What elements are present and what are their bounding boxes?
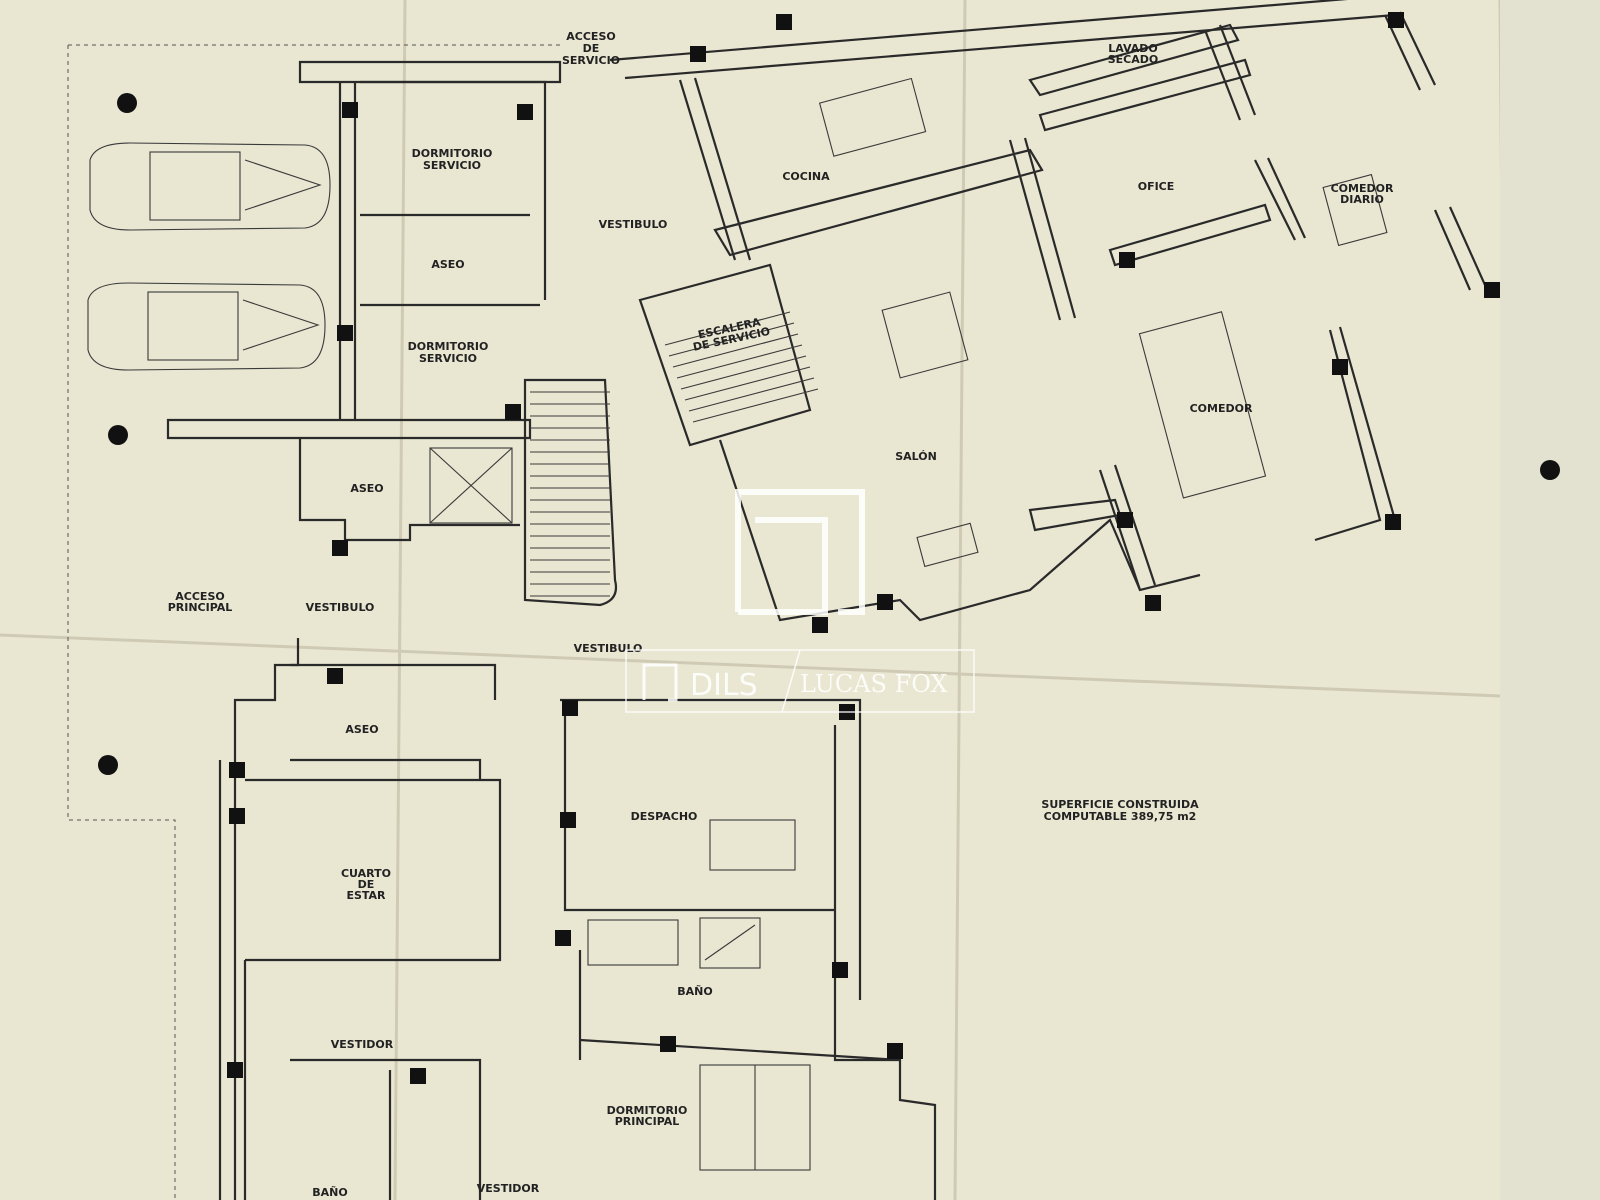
- room-label-vestibulo: VESTIBULO: [306, 601, 375, 614]
- column-marker: [1119, 252, 1135, 268]
- column-marker: [812, 617, 828, 633]
- column-marker: [505, 404, 521, 420]
- room-label-despacho: DESPACHO: [631, 810, 698, 823]
- stair-step: [688, 377, 815, 412]
- room-label-salon: SALÓN: [895, 450, 937, 463]
- column-marker: [877, 594, 893, 610]
- column-marker: [1117, 512, 1133, 528]
- punch-holes: [98, 93, 1560, 775]
- room-label-vestidor: VESTIDOR: [331, 1038, 394, 1051]
- plot-boundary: [67, 44, 560, 1200]
- walls-main-wing: [609, 0, 1487, 622]
- column-marker: [776, 14, 792, 30]
- column-marker: [227, 1062, 243, 1078]
- column-marker: [1484, 282, 1500, 298]
- column-marker: [229, 808, 245, 824]
- column-marker: [517, 104, 533, 120]
- stair-step: [668, 322, 795, 357]
- walls-east-block: [560, 698, 937, 1200]
- room-label-aseo: ASEO: [431, 258, 464, 271]
- room-label-escalera-servicio: ESCALERADE SERVICIO: [690, 314, 772, 354]
- car-icon: [87, 282, 326, 371]
- column-marker: [332, 540, 348, 556]
- column-marker: [660, 1036, 676, 1052]
- main-staircase: [523, 378, 618, 607]
- room-label-cocina: COCINA: [782, 170, 830, 183]
- column-marker: [1385, 514, 1401, 530]
- column-marker: [1332, 359, 1348, 375]
- column-marker: [562, 700, 578, 716]
- column-marker: [1388, 12, 1404, 28]
- room-label-aseo: ASEO: [350, 482, 383, 495]
- room-label-vestidor: VESTIDOR: [477, 1182, 540, 1195]
- column-marker: [832, 962, 848, 978]
- car-icon: [89, 142, 331, 231]
- room-label-vestibulo: VESTIBULO: [599, 218, 668, 231]
- watermark-brand-dils: DILS: [690, 668, 758, 703]
- column-marker: [342, 102, 358, 118]
- room-label-vestibulo: VESTIBULO: [574, 642, 643, 655]
- room-label-bano: BAÑO: [677, 985, 712, 998]
- stair-step: [680, 355, 807, 390]
- column-marker: [337, 325, 353, 341]
- walls-service-wing: [166, 60, 562, 1200]
- watermark: DILS LUCAS FOX: [625, 489, 975, 713]
- column-marker: [327, 668, 343, 684]
- column-marker: [229, 762, 245, 778]
- stair-step: [676, 344, 803, 379]
- stair-step: [672, 333, 799, 368]
- room-label-bano: BAÑO: [312, 1186, 347, 1199]
- room-label-ofice: OFICE: [1138, 180, 1175, 193]
- watermark-brand-lucas-fox: LUCAS FOX: [800, 670, 948, 698]
- column-marker: [690, 46, 706, 62]
- room-label-comedor: COMEDOR: [1190, 402, 1253, 415]
- room-label-aseo: ASEO: [345, 723, 378, 736]
- stair-step: [664, 311, 791, 346]
- column-marker: [555, 930, 571, 946]
- column-marker: [410, 1068, 426, 1084]
- column-marker: [887, 1043, 903, 1059]
- column-marker: [560, 812, 576, 828]
- stair-step: [684, 366, 811, 401]
- stair-step: [692, 388, 819, 423]
- column-marker: [1145, 595, 1161, 611]
